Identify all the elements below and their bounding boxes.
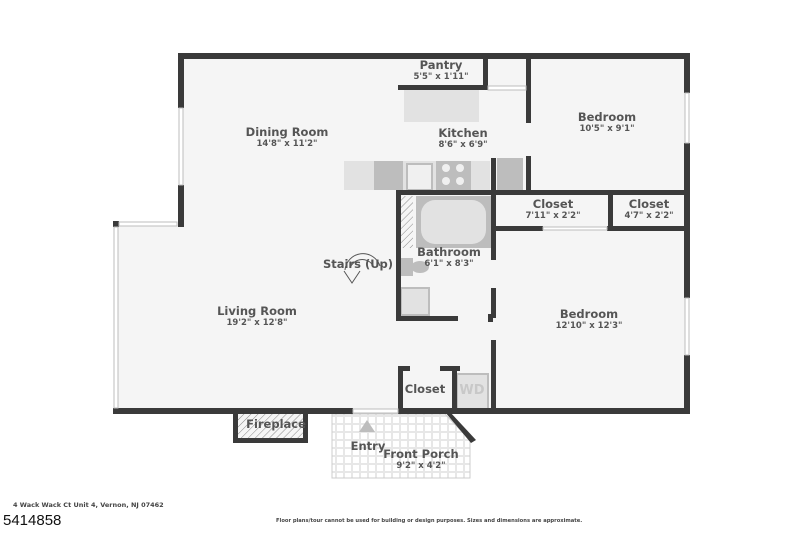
bathroom-fixtures [400, 196, 491, 316]
room-name: Bedroom [559, 307, 619, 321]
room-dimensions: 19'2" x 12'8" [226, 318, 288, 328]
bath-hatch [401, 196, 413, 248]
kitchen-island [404, 89, 479, 122]
room-name: Fireplace [246, 417, 306, 431]
mls-number: 5414858 [3, 512, 62, 529]
dishwasher-icon [374, 161, 403, 190]
room-dimensions: 12'10" x 12'3" [555, 321, 623, 331]
room-name: Entry [350, 439, 386, 453]
room-front-porch: Front Porch 9'2" x 4'2" [383, 447, 458, 472]
room-name: Closet [532, 197, 574, 211]
room-dimensions: 7'11" x 2'2" [525, 211, 581, 221]
room-name: Pantry [419, 58, 463, 72]
room-stairs: Stairs (Up) [323, 257, 393, 271]
property-address: 4 Wack Wack Ct Unit 4, Vernon, NJ 07462 [13, 501, 164, 509]
sink-icon [406, 163, 433, 191]
room-kitchen: Kitchen 8'6" x 6'9" [438, 126, 487, 151]
room-bathroom: Bathroom 6'1" x 8'3" [417, 245, 481, 270]
room-dimensions: 14'8" x 11'2" [256, 139, 318, 149]
room-closet-2: Closet 4'7" x 2'2" [624, 197, 673, 222]
room-name: Closet [628, 197, 670, 211]
room-name: Kitchen [438, 126, 488, 140]
room-dimensions: 9'2" x 4'2" [396, 461, 446, 471]
disclaimer: Floor plans/tour cannot be used for buil… [276, 518, 583, 524]
room-closet-1: Closet 7'11" x 2'2" [525, 197, 580, 222]
room-name: Front Porch [383, 447, 459, 461]
room-closet-3: Closet [405, 382, 445, 396]
room-bedroom-2: Bedroom 12'10" x 12'3" [556, 307, 623, 332]
room-dimensions: 6'1" x 8'3" [424, 259, 474, 269]
room-dimensions: 10'5" x 9'1" [579, 124, 635, 134]
room-name: Closet [404, 382, 446, 396]
room-dimensions: 8'6" x 6'9" [438, 140, 488, 150]
walls [113, 53, 690, 443]
room-living: Living Room 19'2" x 12'8" [217, 304, 297, 329]
room-bedroom-1: Bedroom 10'5" x 9'1" [578, 110, 636, 135]
room-name: Stairs (Up) [322, 257, 394, 271]
room-dimensions: 5'5" x 1'11" [413, 72, 469, 82]
washer-dryer-label: WD [459, 383, 485, 398]
refrigerator-icon [497, 158, 523, 190]
room-name: Dining Room [245, 125, 329, 139]
room-fireplace: Fireplace [246, 417, 306, 431]
room-name: Living Room [217, 304, 297, 318]
room-name: Bathroom [417, 245, 481, 259]
windows [113, 85, 690, 414]
stairs-up-icon [343, 253, 381, 284]
room-dining: Dining Room 14'8" x 11'2" [246, 125, 329, 150]
room-pantry: Pantry 5'5" x 1'11" [413, 58, 468, 83]
entry-arrow-icon [359, 420, 375, 432]
room-dimensions: 4'7" x 2'2" [624, 211, 674, 221]
room-entry: Entry [351, 439, 386, 453]
stove-icon [436, 161, 471, 190]
kitchen-fixtures [344, 89, 523, 191]
bathroom-sink-icon [400, 287, 430, 316]
fireplace-hatch [236, 414, 305, 440]
toilet-icon [401, 258, 413, 276]
room-name: Bedroom [577, 110, 637, 124]
